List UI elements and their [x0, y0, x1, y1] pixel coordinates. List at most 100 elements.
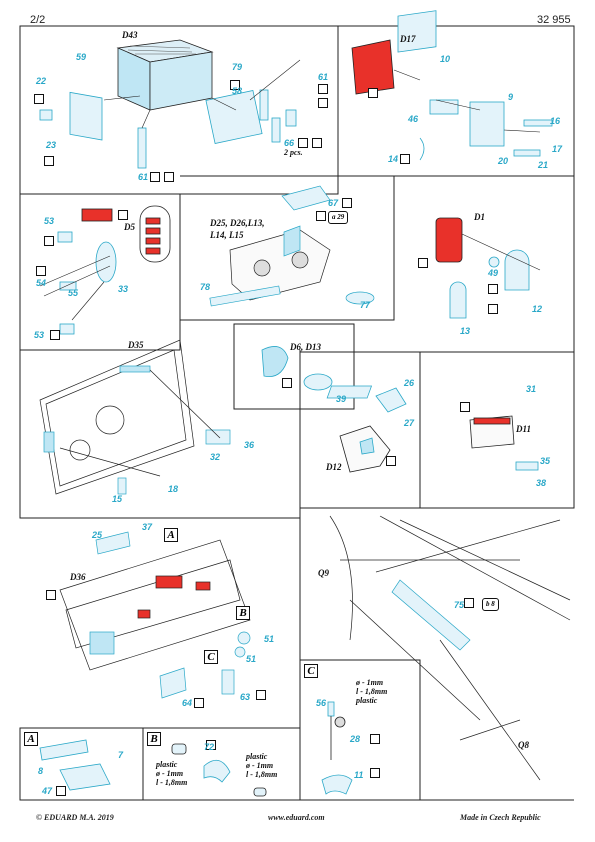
panel-letter-b: B: [147, 732, 161, 746]
part-number: 61: [318, 72, 329, 82]
part-number: 72: [204, 742, 215, 752]
website-link[interactable]: www.eduard.com: [268, 813, 325, 822]
part-number: 55: [68, 288, 79, 298]
paint-symbol-icon: [368, 88, 378, 98]
part-number: 59: [76, 52, 87, 62]
paint-symbol-icon: [56, 786, 66, 796]
part-number: 22: [36, 76, 47, 86]
panel-letter-a: A: [24, 732, 38, 746]
part-number: 18: [168, 484, 179, 494]
part-number: 79: [232, 62, 243, 72]
label-d1: D1: [474, 212, 485, 222]
d5-parts: [57, 205, 171, 335]
panel-b-parts: [171, 743, 267, 797]
paint-symbol-icon: [230, 80, 240, 90]
paint-symbol-icon: [34, 94, 44, 104]
tag-a29: a 29: [328, 211, 349, 224]
note-plastic-c: ø - 1mm l - 1,8mm plastic: [356, 678, 388, 705]
label-d35: D35: [128, 340, 144, 350]
part-number: 51: [264, 634, 275, 644]
part-number: 14: [388, 154, 399, 164]
paint-symbol-icon: [282, 378, 292, 388]
part-number: 66: [284, 138, 295, 148]
part-number: 51: [246, 654, 257, 664]
paint-symbol-icon: [488, 304, 498, 314]
label-d43: D43: [122, 30, 138, 40]
paint-symbol-icon: [256, 690, 266, 700]
label-d5: D5: [124, 222, 135, 232]
copyright: © EDUARD M.A. 2019: [36, 813, 114, 822]
paint-symbol-icon: [50, 330, 60, 340]
part-number: 75: [454, 600, 465, 610]
part-number: 38: [536, 478, 547, 488]
label-d17: D17: [400, 34, 416, 44]
part-number: 35: [540, 456, 551, 466]
paint-symbol-icon: [370, 734, 380, 744]
paint-symbol-icon: [298, 138, 308, 148]
part-number: 27: [404, 418, 415, 428]
label-q9: Q9: [318, 568, 329, 578]
q-cab: [329, 515, 571, 781]
part-number: 13: [460, 326, 471, 336]
panel-d35: [19, 350, 301, 519]
ref-letter-b: B: [236, 606, 250, 620]
d1-parts: [435, 217, 530, 319]
kit-code: 32 955: [537, 14, 571, 26]
paint-symbol-icon: [36, 266, 46, 276]
ref-letter-c: C: [204, 650, 218, 664]
tag-b8: b 8: [482, 598, 499, 611]
d12-parts: [339, 387, 407, 473]
part-number: 20: [498, 156, 509, 166]
part-number: 10: [440, 54, 451, 64]
label-d6: D6, D13: [290, 342, 321, 352]
part-number: 21: [538, 160, 549, 170]
ref-letter-a: A: [164, 528, 178, 542]
paint-symbol-icon: [342, 198, 352, 208]
label-q8: Q8: [518, 740, 529, 750]
part-number: 37: [142, 522, 153, 532]
label-d36: D36: [70, 572, 86, 582]
part-number: 12: [532, 304, 543, 314]
panel-borders: [19, 25, 575, 801]
part-number: 28: [350, 734, 361, 744]
label-d25: D25, D26,L13,: [210, 218, 265, 228]
paint-symbol-icon: [312, 138, 322, 148]
part-number: 23: [46, 140, 57, 150]
d11-parts: [326, 385, 539, 471]
panel-d25: [180, 175, 395, 321]
paint-symbol-icon: [44, 156, 54, 166]
paint-symbol-icon: [194, 698, 204, 708]
d36-cabin: [59, 531, 251, 699]
label-d12: D12: [326, 462, 342, 472]
d43-box: [39, 39, 297, 169]
part-number: 17: [552, 144, 563, 154]
part-number: 63: [240, 692, 251, 702]
part-number: 53: [44, 216, 55, 226]
part-number: 36: [244, 440, 255, 450]
d17-parts: [351, 10, 553, 161]
part-number: 53: [34, 330, 45, 340]
paint-symbol-icon: [316, 211, 326, 221]
part-number: 78: [200, 282, 211, 292]
panel-d11: [420, 351, 575, 509]
part-number: 25: [92, 530, 103, 540]
paint-symbol-icon: [464, 598, 474, 608]
label-d25-line2: L14, L15: [210, 230, 244, 240]
note-two-pieces: 2 pcs.: [284, 148, 303, 157]
paint-symbol-icon: [400, 154, 410, 164]
d35-frame: [39, 339, 231, 495]
paint-symbol-icon: [488, 284, 498, 294]
part-number: 49: [488, 268, 499, 278]
part-number: 7: [118, 750, 124, 760]
part-number: 32: [210, 452, 221, 462]
part-number: 54: [36, 278, 47, 288]
paint-symbol-icon: [44, 236, 54, 246]
page-number: 2/2: [30, 14, 46, 26]
part-number: 31: [526, 384, 537, 394]
note-plastic-b2: plastic ø - 1mm l - 1,8mm: [246, 752, 278, 779]
part-number: 77: [360, 300, 371, 310]
paint-symbol-icon: [418, 258, 428, 268]
part-number: 11: [354, 770, 364, 780]
d25-assembly: [209, 185, 375, 307]
